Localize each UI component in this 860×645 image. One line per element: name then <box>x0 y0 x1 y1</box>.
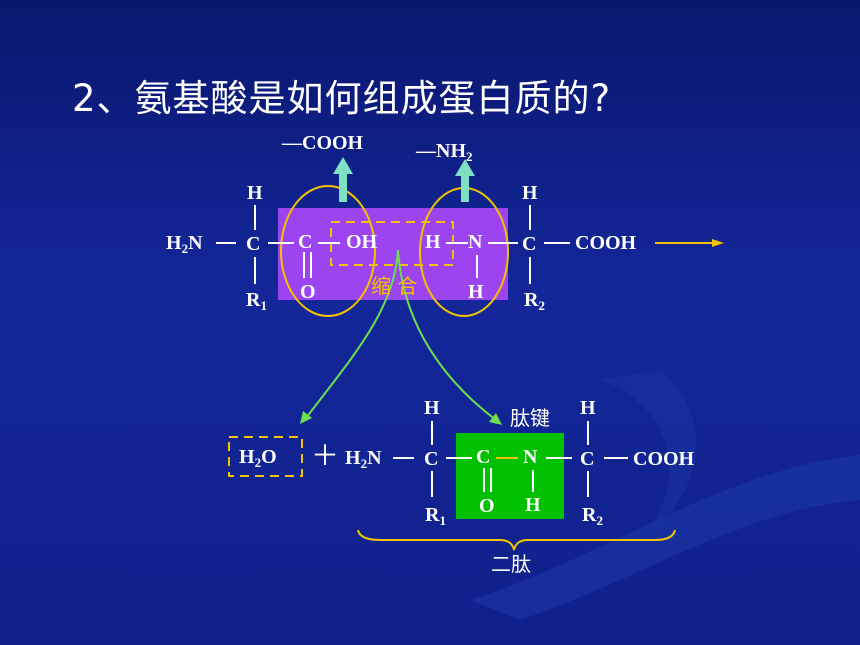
aa1-carbonyl-carbon: C <box>298 231 313 253</box>
decorative-swoosh-2 <box>600 370 697 540</box>
plus-sign: ＋ <box>311 439 340 472</box>
aa1-alpha-carbon: C <box>246 233 261 255</box>
dipeptide-carboxyl: COOH <box>633 448 695 470</box>
aa2-h-top: H <box>522 182 538 204</box>
curve-arrow-to-bond-head <box>489 413 502 425</box>
dipeptide-amino-group: H2N <box>345 447 382 471</box>
aa1-amino-group: H2N <box>166 232 203 256</box>
peptide-bond-box <box>456 433 564 519</box>
aa2-carboxyl: COOH <box>575 232 637 254</box>
page-title: 2、氨基酸是如何组成蛋白质的? <box>72 77 612 120</box>
water-dashed-box <box>228 436 303 477</box>
peptide-bond-label: 肽键 <box>510 406 550 430</box>
dipeptide-n-hydrogen: H <box>525 494 541 516</box>
aa1-h-top: H <box>247 182 263 204</box>
removed-cooh-label: —COOH <box>282 132 364 154</box>
aa2-n-hydrogen: H <box>468 281 484 303</box>
aa2-nitrogen: N <box>468 231 483 253</box>
aa2-amino-hydrogen: H <box>425 231 441 253</box>
aa1-carbonyl-oxygen: O <box>300 281 316 303</box>
dipeptide-h-top-1: H <box>424 397 440 419</box>
dipeptide-label: 二肽 <box>491 552 531 576</box>
curve-arrow-to-bond <box>397 249 497 421</box>
up-arrow-cooh <box>333 157 353 202</box>
carboxyl-ellipse <box>280 185 376 317</box>
dipeptide-alpha-carbon-2: C <box>580 448 595 470</box>
removed-nh2-label: —NH2 <box>416 140 473 164</box>
dipeptide-brace <box>357 529 676 551</box>
aa1-r-group: R1 <box>246 289 267 313</box>
condensation-box <box>278 208 508 300</box>
reaction-arrow-head <box>712 239 724 247</box>
water-formula: H2O <box>239 446 277 470</box>
condensation-label: 缩 合 <box>371 274 418 298</box>
reactant-bonds <box>216 205 570 284</box>
aa2-alpha-carbon: C <box>522 233 537 255</box>
aa1-hydroxyl: OH <box>346 231 378 253</box>
up-arrow-nh2 <box>455 159 475 202</box>
curve-arrow-to-water <box>305 249 399 419</box>
dipeptide-nitrogen: N <box>523 446 538 468</box>
dipeptide-alpha-carbon-1: C <box>424 448 439 470</box>
dipeptide-r2: R2 <box>582 504 603 528</box>
dipeptide-carbonyl-carbon: C <box>476 446 491 468</box>
dipeptide-h-top-2: H <box>580 397 596 419</box>
dipeptide-r1: R1 <box>425 504 446 528</box>
curve-arrow-to-water-head <box>300 411 312 424</box>
decorative-swoosh <box>470 455 860 620</box>
aa2-r-group: R2 <box>524 289 545 313</box>
product-bonds <box>393 421 628 497</box>
dipeptide-carbonyl-oxygen: O <box>479 495 495 517</box>
